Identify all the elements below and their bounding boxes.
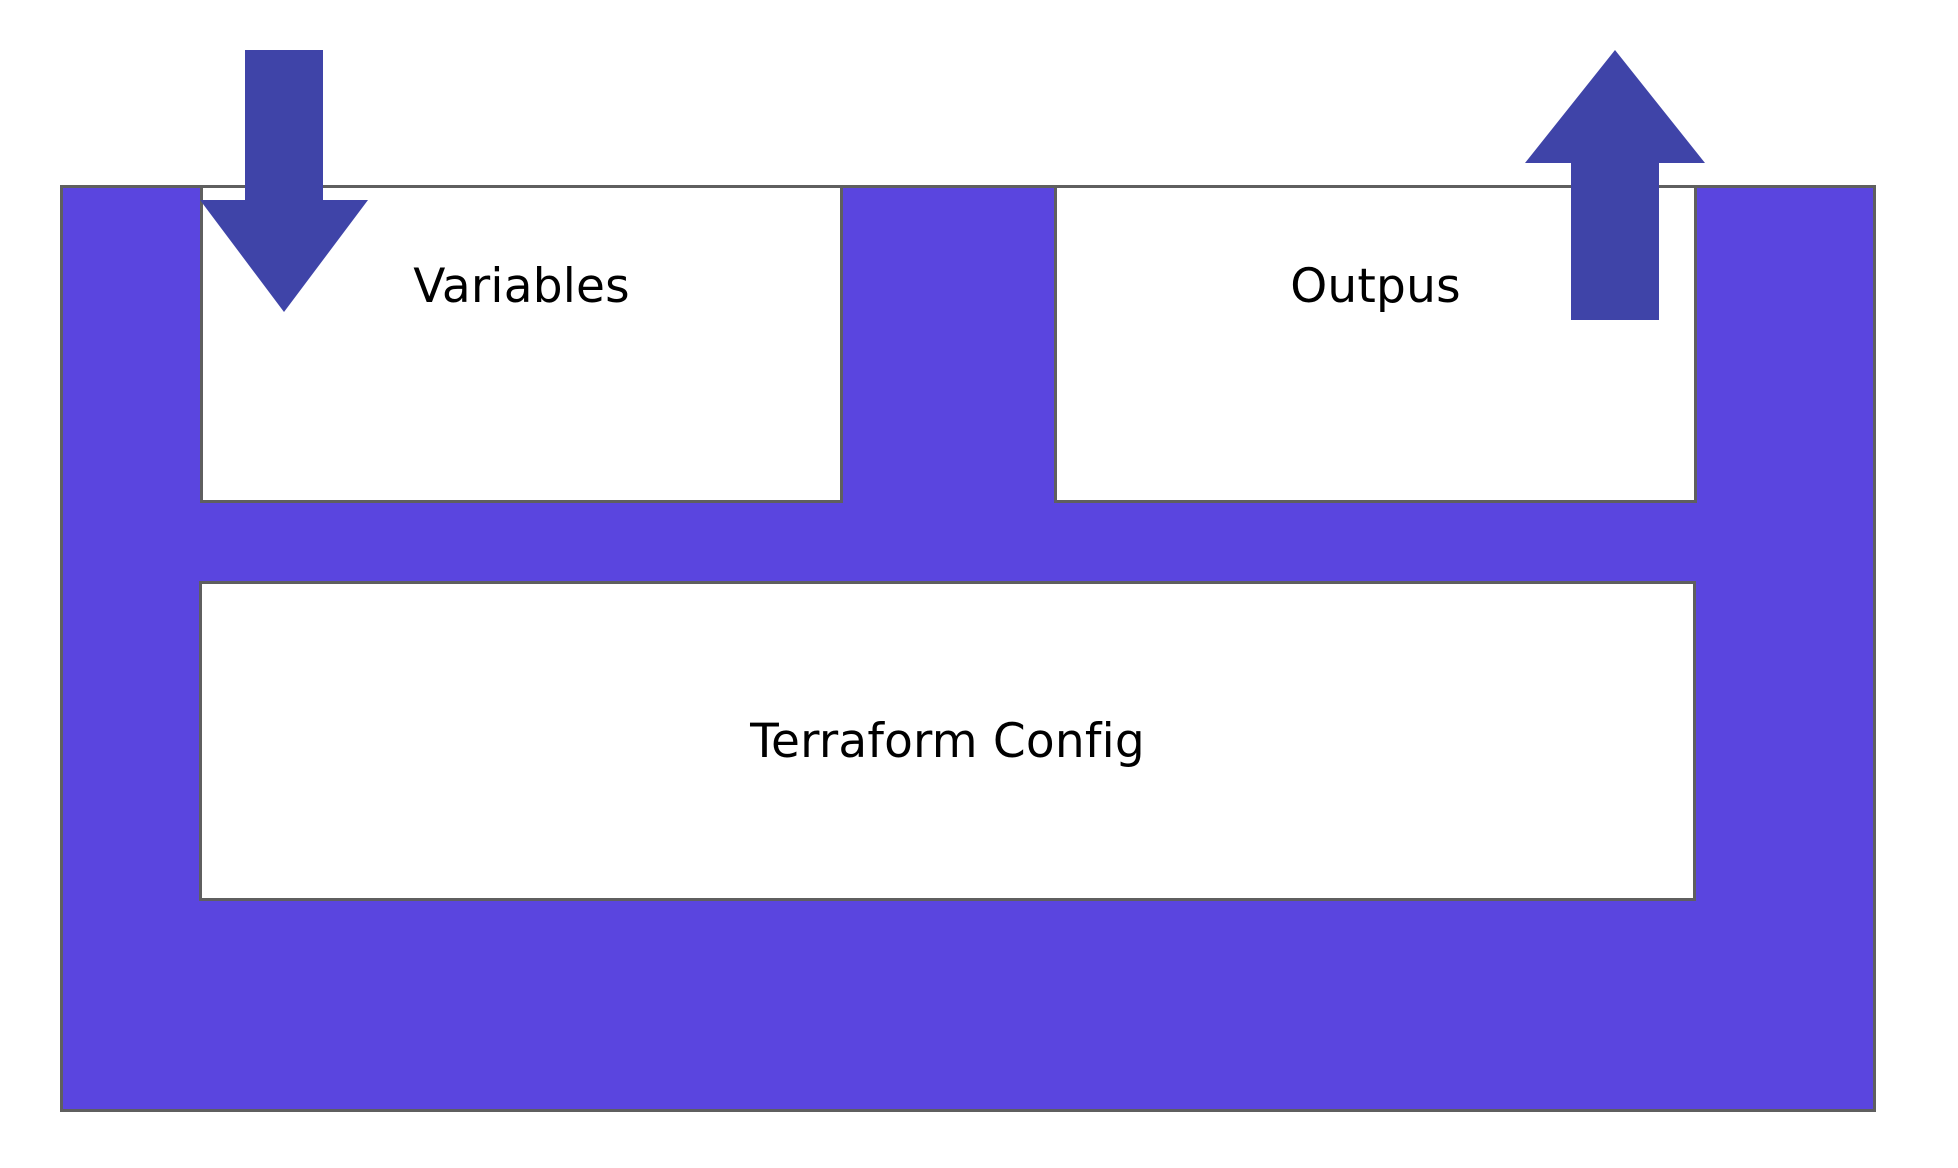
variables-box: Variables [200, 185, 843, 503]
variables-box-label: Variables [413, 259, 630, 314]
outputs-box: Outpus [1054, 185, 1697, 503]
outputs-box-label: Outpus [1290, 259, 1461, 314]
terraform-config-box: Terraform Config [199, 581, 1696, 901]
terraform-config-box-label: Terraform Config [750, 713, 1145, 769]
